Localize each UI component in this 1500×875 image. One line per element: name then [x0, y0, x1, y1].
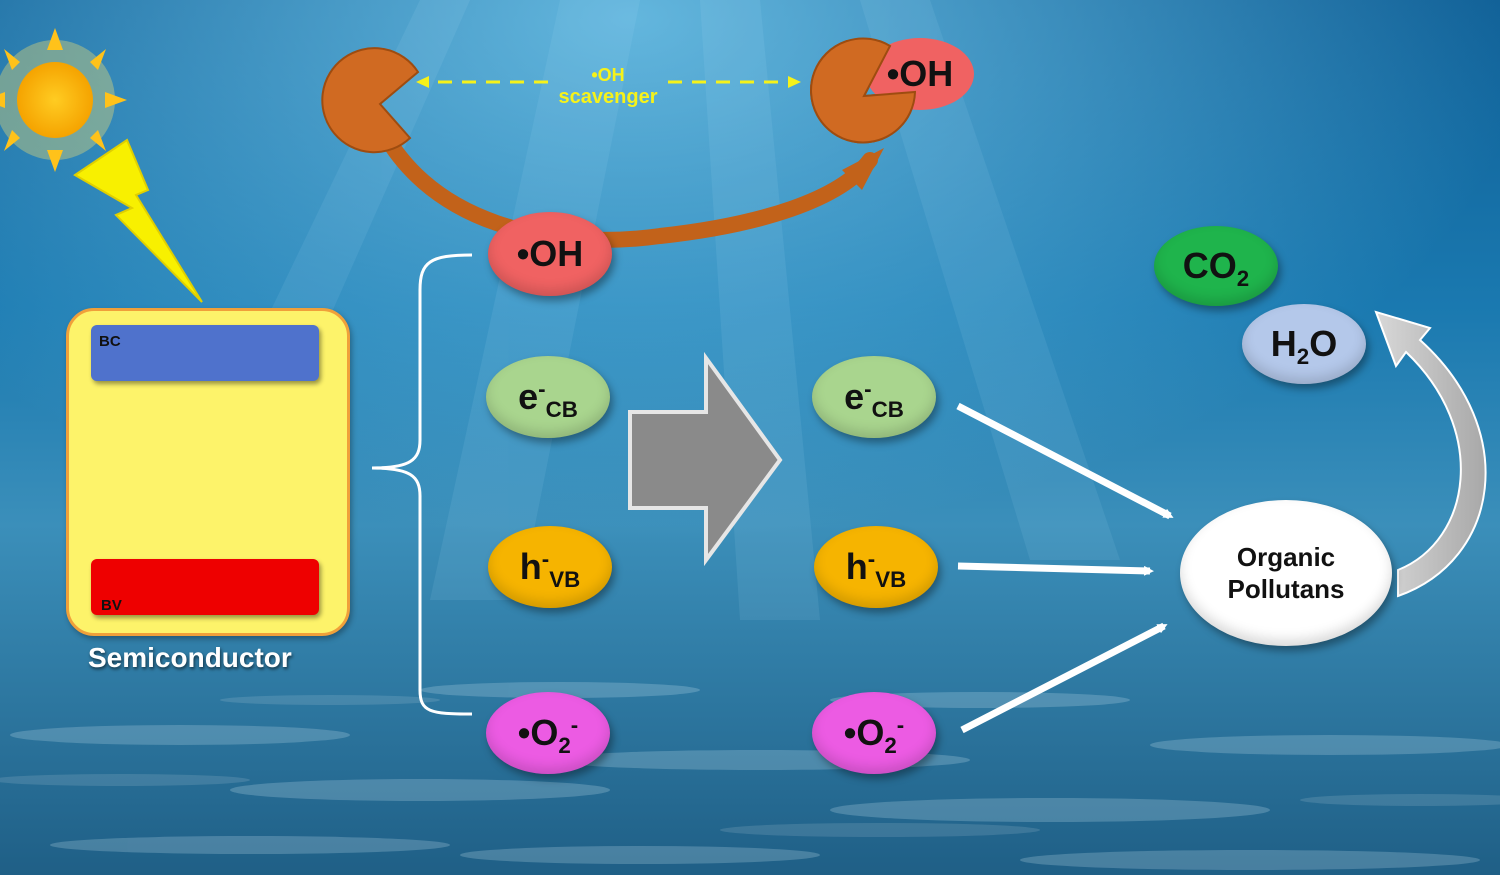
conduction-band [91, 325, 319, 381]
degradation-curve-arrow [1374, 310, 1487, 598]
h-base: h [519, 546, 542, 587]
e-sup-right: - [864, 376, 872, 402]
h-sup: - [541, 546, 550, 572]
bv-label: BV [101, 597, 122, 614]
species-oh-text: •OH [516, 233, 584, 274]
scavenger-word: scavenger [558, 85, 658, 108]
co2-base: CO [1182, 245, 1237, 286]
species-h-vb-left: h-VB [488, 526, 612, 608]
o2-base: •O [517, 712, 559, 753]
species-oh: •OH [488, 212, 612, 296]
o2-sup-right: - [896, 712, 905, 738]
scavenger-pacman-left [321, 47, 420, 154]
e-base: e [518, 376, 539, 417]
lightning-icon [73, 138, 203, 303]
pollutants-line1: Organic [1236, 541, 1336, 572]
o2-sup: - [570, 712, 579, 738]
semiconductor-label: Semiconductor [88, 642, 292, 673]
species-brace [371, 253, 473, 716]
species-e-cb-left: e-CB [486, 356, 610, 438]
scavenger-radical: •OH [591, 65, 625, 85]
e-sup: - [538, 376, 546, 402]
h-sub: VB [549, 566, 581, 592]
o2-sub: 2 [558, 732, 571, 758]
bc-label: BC [99, 333, 121, 350]
semiconductor-box: BC BV [66, 308, 350, 636]
scavenger-pacman-right-overlay [810, 40, 917, 144]
sun-icon [0, 28, 127, 172]
h2o-pre: H [1270, 323, 1297, 364]
pollutants-line2: Pollutans [1227, 574, 1345, 604]
scavenger-label: •OH scavenger [548, 65, 668, 108]
species-o2-right: •O2- [812, 692, 936, 774]
h-base-right: h [845, 546, 868, 587]
scavenger-curve-arrow [364, 100, 878, 248]
scavenged-oh-text: •OH [886, 53, 954, 94]
e-base-right: e [844, 376, 865, 417]
species-h-vb-right: h-VB [814, 526, 938, 608]
h-sup-right: - [867, 546, 876, 572]
product-co2: CO2 [1154, 226, 1278, 306]
h2o-sub: 2 [1296, 343, 1310, 369]
e-sub: CB [545, 396, 578, 422]
species-e-cb-right: e-CB [812, 356, 936, 438]
h-sub-right: VB [875, 566, 907, 592]
o2-sub-right: 2 [884, 732, 897, 758]
transfer-arrow [628, 351, 783, 567]
organic-pollutants: Organic Pollutans [1180, 500, 1392, 646]
e-sub-right: CB [871, 396, 904, 422]
valence-band [91, 559, 319, 615]
species-o2-left: •O2- [486, 692, 610, 774]
h2o-post: O [1309, 323, 1338, 364]
o2-base-right: •O [843, 712, 885, 753]
product-h2o: H2O [1242, 304, 1366, 384]
co2-sub: 2 [1236, 265, 1250, 291]
